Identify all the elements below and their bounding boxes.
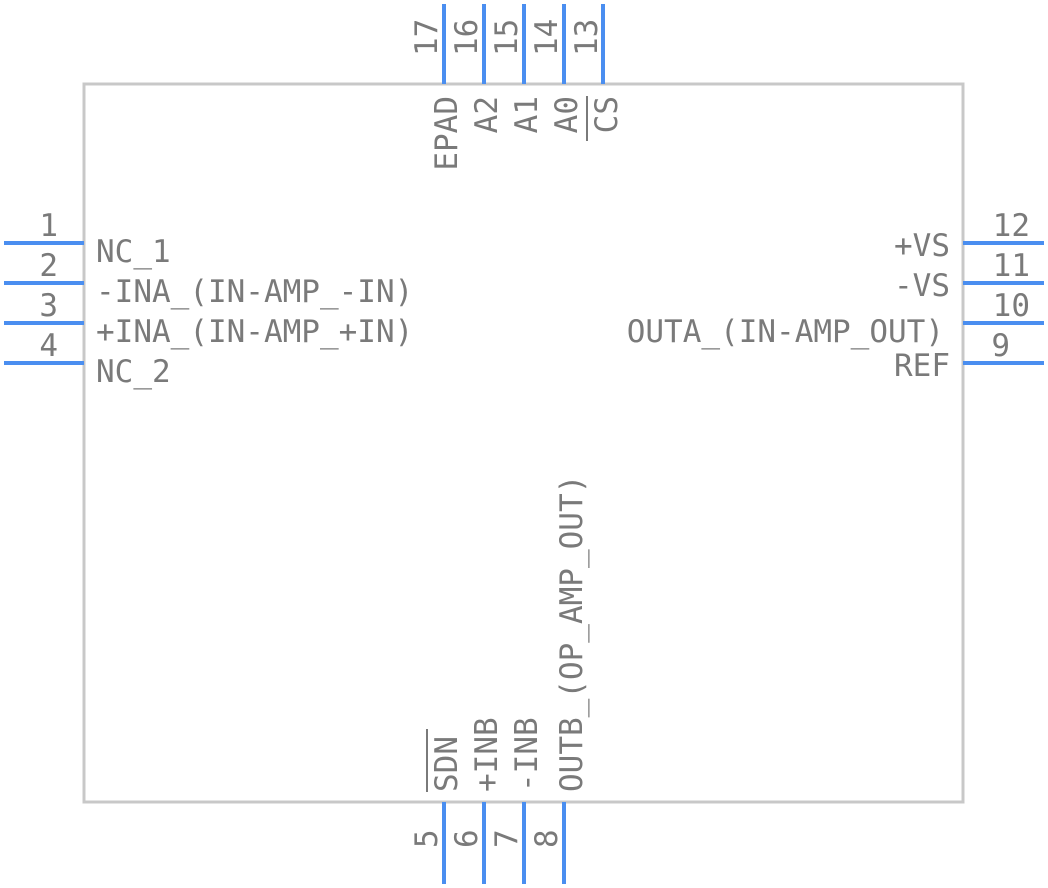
left-pins: 1 NC_1 2 -INA_(IN-AMP_-IN) 3 +INA_(IN-AM… bbox=[4, 208, 413, 390]
pin-16: 16 A2 bbox=[449, 4, 505, 133]
pin-4-number: 4 bbox=[39, 328, 58, 364]
pin-17-name: EPAD bbox=[429, 96, 465, 171]
pin-11-number: 11 bbox=[993, 248, 1030, 284]
pin-13-name: CS bbox=[589, 96, 625, 133]
pin-13: 13 CS bbox=[569, 4, 625, 141]
pin-14: 14 A0 bbox=[529, 4, 585, 133]
pin-4-name: NC_2 bbox=[96, 354, 171, 390]
pin-1: 1 NC_1 bbox=[4, 208, 171, 270]
pin-7: 7 -INB bbox=[489, 717, 545, 884]
pin-12-name: +VS bbox=[894, 228, 950, 264]
pin-15-name: A1 bbox=[509, 96, 545, 133]
pin-7-name: -INB bbox=[509, 717, 545, 792]
pin-10-number: 10 bbox=[993, 288, 1030, 324]
pin-9: 9 REF bbox=[894, 328, 1044, 384]
bottom-pins: 5 SDN 6 +INB 7 -INB 8 OUTB_(OP_AMP_OUT) bbox=[409, 475, 590, 884]
pin-1-number: 1 bbox=[39, 208, 58, 244]
pin-7-number: 7 bbox=[489, 829, 525, 848]
pin-12: 12 +VS bbox=[894, 208, 1044, 264]
pin-3-number: 3 bbox=[39, 288, 58, 324]
pin-12-number: 12 bbox=[993, 208, 1030, 244]
pin-10: 10 OUTA_(IN-AMP_OUT) bbox=[627, 288, 1044, 350]
pin-2-number: 2 bbox=[39, 248, 58, 284]
pin-3: 3 +INA_(IN-AMP_+IN) bbox=[4, 288, 413, 350]
pin-2: 2 -INA_(IN-AMP_-IN) bbox=[4, 248, 413, 310]
pin-16-number: 16 bbox=[449, 19, 485, 56]
pin-2-name: -INA_(IN-AMP_-IN) bbox=[96, 274, 413, 310]
pin-17: 17 EPAD bbox=[409, 4, 465, 171]
pin-5-name: SDN bbox=[429, 736, 465, 792]
pin-16-name: A2 bbox=[469, 96, 505, 133]
pin-6-number: 6 bbox=[449, 829, 485, 848]
pin-15-number: 15 bbox=[489, 19, 525, 56]
right-pins: 12 +VS 11 -VS 10 OUTA_(IN-AMP_OUT) 9 REF bbox=[627, 208, 1044, 384]
pin-9-number: 9 bbox=[991, 328, 1010, 364]
pin-5: 5 SDN bbox=[409, 729, 465, 884]
pin-15: 15 A1 bbox=[489, 4, 545, 133]
component-body bbox=[82, 82, 965, 804]
pin-3-name: +INA_(IN-AMP_+IN) bbox=[96, 314, 413, 350]
pin-4: 4 NC_2 bbox=[4, 328, 171, 390]
pin-14-name: A0 bbox=[549, 96, 585, 133]
pin-10-name: OUTA_(IN-AMP_OUT) bbox=[627, 314, 944, 350]
pin-5-number: 5 bbox=[409, 829, 445, 848]
pin-8-name: OUTB_(OP_AMP_OUT) bbox=[554, 475, 590, 792]
pin-11-name: -VS bbox=[894, 268, 950, 304]
pin-6: 6 +INB bbox=[449, 717, 505, 884]
pin-1-name: NC_1 bbox=[96, 234, 171, 270]
pin-8-number: 8 bbox=[529, 829, 565, 848]
top-pins: 17 EPAD 16 A2 15 A1 14 A0 13 CS bbox=[409, 4, 625, 171]
pin-11: 11 -VS bbox=[894, 248, 1044, 304]
pin-9-name: REF bbox=[894, 348, 950, 384]
pin-6-name: +INB bbox=[469, 717, 505, 792]
pin-17-number: 17 bbox=[409, 19, 445, 56]
pin-8: 8 OUTB_(OP_AMP_OUT) bbox=[529, 475, 590, 884]
pin-13-number: 13 bbox=[569, 19, 605, 56]
pin-14-number: 14 bbox=[529, 19, 565, 56]
